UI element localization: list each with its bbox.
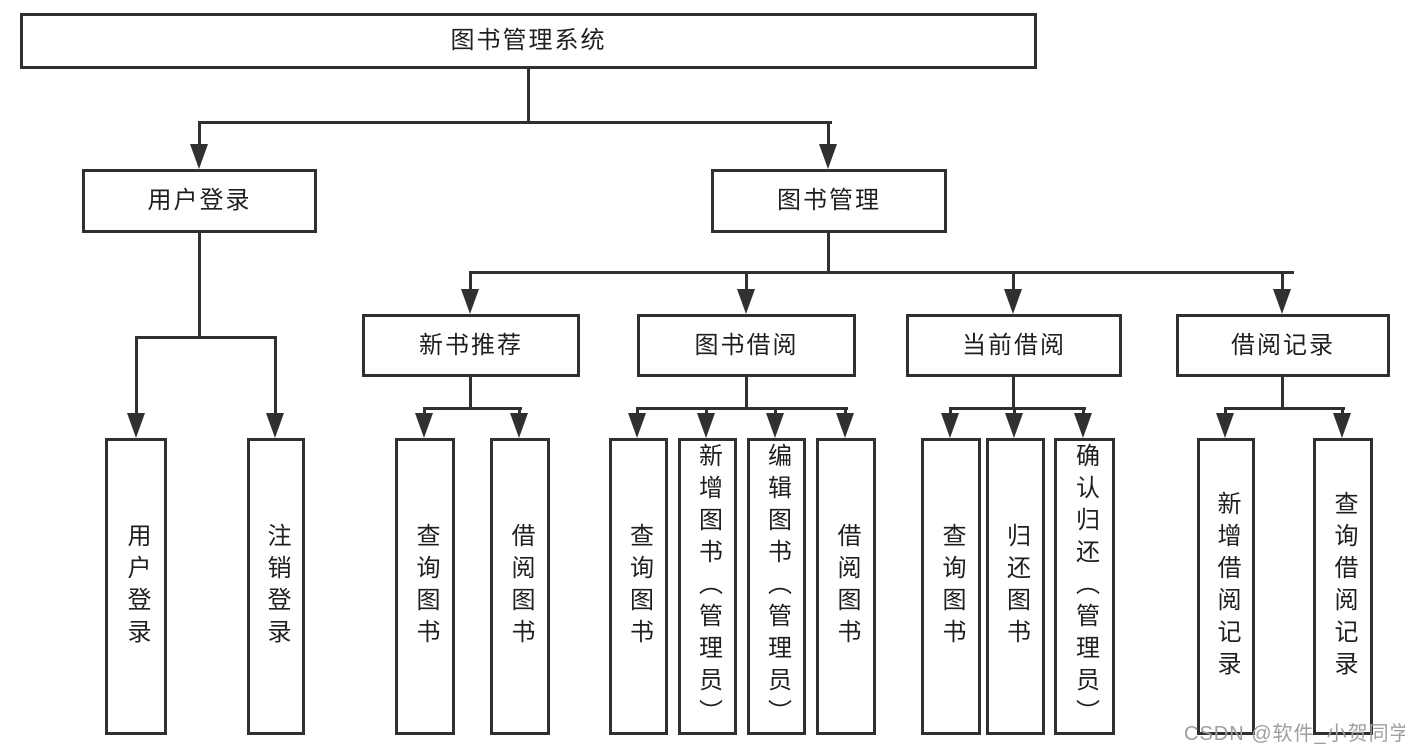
node-user-login: 用户登录: [82, 169, 317, 233]
connector-line: [1281, 271, 1284, 291]
leaf-label: 用户登录: [123, 522, 150, 651]
leaf-label: 确认归还（管理员）: [1071, 442, 1099, 731]
connector-line: [198, 121, 832, 124]
connector-line: [745, 271, 748, 291]
connector-line: [636, 407, 848, 410]
node-book-management: 图书管理: [711, 169, 947, 233]
leaf-query-books-current: 查询图书: [921, 438, 981, 735]
arrowhead-icon: [266, 413, 284, 438]
leaf-return-book: 归还图书: [986, 438, 1045, 735]
arrowhead-icon: [628, 413, 646, 438]
connector-line: [1013, 407, 1016, 416]
arrowhead-icon: [1333, 413, 1351, 438]
leaf-label: 新增图书（管理员）: [694, 442, 722, 731]
connector-line: [135, 336, 138, 414]
connector-line: [1224, 407, 1345, 410]
connector-line: [274, 336, 277, 414]
leaf-query-borrow-record: 查询借阅记录: [1313, 438, 1373, 735]
connector-line: [1224, 407, 1227, 416]
node-user-login-label: 用户登录: [147, 187, 252, 214]
leaf-borrow-books-recommend: 借阅图书: [490, 438, 550, 735]
leaf-label: 查询借阅记录: [1330, 490, 1357, 683]
connector-line: [198, 121, 201, 147]
leaf-add-book-admin: 新增图书（管理员）: [678, 438, 737, 735]
connector-line: [198, 233, 201, 336]
arrowhead-icon: [415, 413, 433, 438]
connector-line: [423, 407, 426, 416]
node-new-book-recommend-label: 新书推荐: [419, 331, 523, 359]
arrowhead-icon: [1074, 413, 1092, 438]
connector-line: [1082, 407, 1085, 416]
node-new-book-recommend: 新书推荐: [362, 314, 580, 377]
leaf-label: 注销登录: [263, 522, 290, 651]
connector-line: [469, 377, 472, 407]
connector-line: [949, 407, 952, 416]
connector-line: [469, 271, 1294, 274]
connector-line: [827, 233, 830, 271]
connector-line: [469, 271, 472, 291]
connector-line: [527, 69, 530, 121]
leaf-borrow-books-borrowing: 借阅图书: [816, 438, 876, 735]
node-borrowing-records: 借阅记录: [1176, 314, 1390, 377]
arrowhead-icon: [819, 144, 837, 169]
arrowhead-icon: [1273, 289, 1291, 314]
leaf-label: 查询图书: [938, 522, 965, 651]
node-current-borrowing: 当前借阅: [906, 314, 1122, 377]
connector-line: [1012, 271, 1015, 291]
connector-line: [949, 407, 1086, 410]
node-book-borrowing-label: 图书借阅: [694, 331, 799, 359]
arrowhead-icon: [510, 413, 528, 438]
leaf-label: 借阅图书: [833, 522, 860, 651]
node-book-management-label: 图书管理: [777, 187, 881, 214]
leaf-user-login: 用户登录: [105, 438, 167, 735]
connector-line: [774, 407, 777, 416]
leaf-query-books-borrowing: 查询图书: [609, 438, 668, 735]
leaf-logout: 注销登录: [247, 438, 305, 735]
leaf-label: 查询图书: [412, 522, 439, 651]
connector-line: [1341, 407, 1344, 416]
arrowhead-icon: [697, 413, 715, 438]
connector-line: [518, 407, 521, 416]
arrowhead-icon: [941, 413, 959, 438]
connector-line: [1012, 377, 1015, 407]
arrowhead-icon: [127, 413, 145, 438]
leaf-label: 归还图书: [1002, 522, 1030, 651]
connector-line: [423, 407, 522, 410]
node-borrowing-records-label: 借阅记录: [1231, 331, 1335, 359]
leaf-label: 新增借阅记录: [1213, 490, 1240, 683]
arrowhead-icon: [1004, 289, 1022, 314]
arrowhead-icon: [766, 413, 784, 438]
connector-line: [745, 377, 748, 407]
leaf-confirm-return-admin: 确认归还（管理员）: [1054, 438, 1115, 735]
connector-line: [1281, 377, 1284, 407]
leaf-label: 借阅图书: [507, 522, 534, 651]
arrowhead-icon: [1216, 413, 1234, 438]
arrowhead-icon: [190, 144, 208, 169]
connector-line: [135, 336, 277, 339]
arrowhead-icon: [836, 413, 854, 438]
leaf-query-books-recommend: 查询图书: [395, 438, 455, 735]
leaf-add-borrow-record: 新增借阅记录: [1197, 438, 1255, 735]
node-root: 图书管理系统: [20, 13, 1037, 69]
connector-line: [827, 121, 830, 147]
node-book-borrowing: 图书借阅: [637, 314, 856, 377]
arrowhead-icon: [737, 289, 755, 314]
leaf-label: 查询图书: [625, 522, 653, 651]
watermark: CSDN @软件_小贺同学: [1184, 723, 1405, 745]
arrowhead-icon: [461, 289, 479, 314]
leaf-edit-book-admin: 编辑图书（管理员）: [747, 438, 806, 735]
connector-line: [636, 407, 639, 416]
node-root-label: 图书管理系统: [450, 27, 607, 54]
connector-line: [705, 407, 708, 416]
leaf-label: 编辑图书（管理员）: [763, 442, 791, 731]
arrowhead-icon: [1005, 413, 1023, 438]
node-current-borrowing-label: 当前借阅: [962, 331, 1066, 359]
connector-line: [844, 407, 847, 416]
